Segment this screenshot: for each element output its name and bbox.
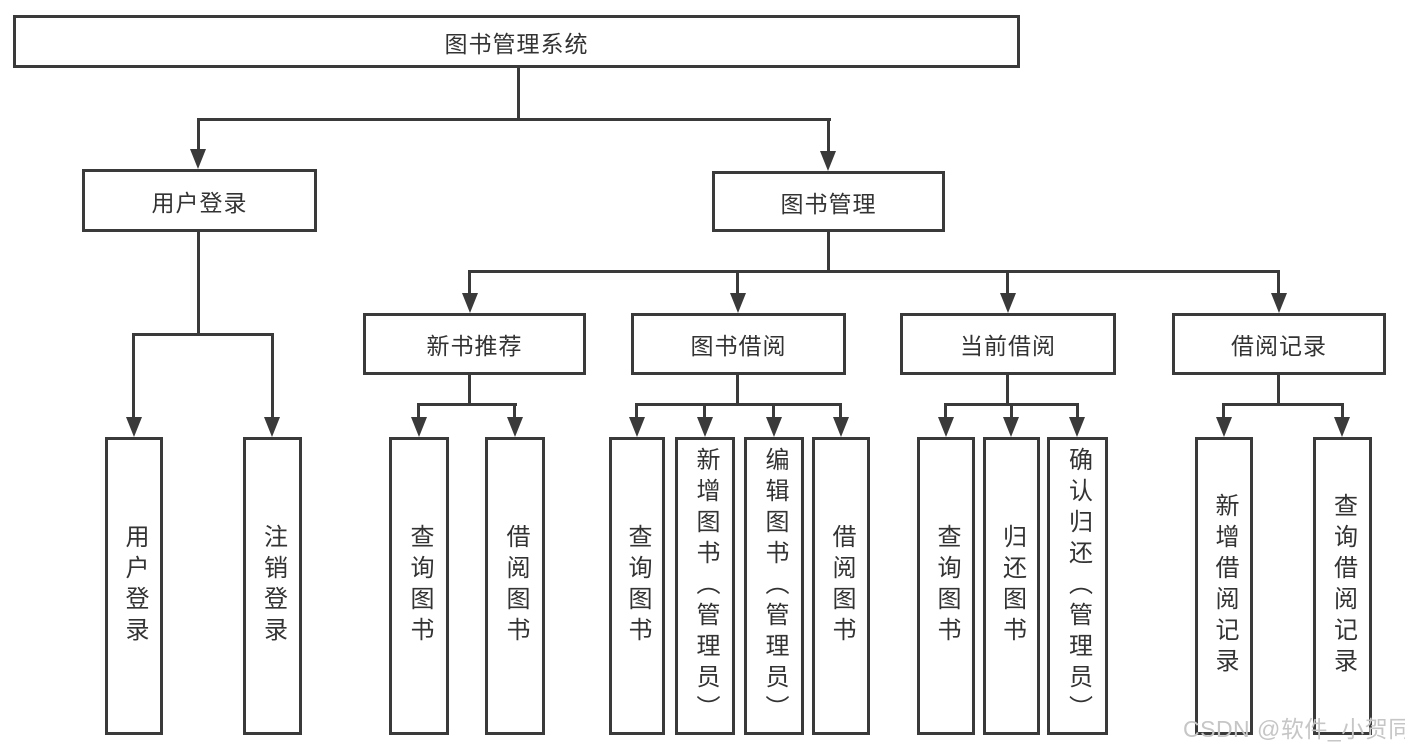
leaf-cb-confirm-return-admin: 确认归还（管理员）	[1047, 437, 1108, 735]
connector-to-leaf-logout	[271, 333, 274, 419]
node-book-mgmt: 图书管理	[712, 171, 945, 232]
connector-level3-splitter	[468, 270, 1280, 273]
csdn-watermark: CSDN @软件_小贺同学	[1183, 716, 1405, 742]
connector-nb-leaf1	[417, 403, 420, 419]
arrowhead-bb-leaf3	[766, 417, 782, 437]
leaf-bb-borrow-books-label: 借阅图书	[828, 524, 855, 648]
node-borrow-records: 借阅记录	[1172, 313, 1386, 375]
arrowhead-borrow-records	[1271, 293, 1287, 313]
connector-bb-leaf1	[635, 403, 638, 419]
leaf-logout-label: 注销登录	[259, 524, 287, 648]
connector-root-stem	[517, 68, 520, 121]
leaf-cb-return-books: 归还图书	[983, 437, 1040, 735]
arrowhead-current-borrow	[1000, 293, 1016, 313]
arrowhead-bb-leaf1	[629, 417, 645, 437]
leaf-bb-query-books: 查询图书	[609, 437, 665, 735]
leaf-user-login: 用户登录	[105, 437, 163, 735]
leaf-bb-borrow-books: 借阅图书	[812, 437, 870, 735]
leaf-cb-confirm-return-admin-label: 确认归还（管理员）	[1064, 446, 1092, 726]
leaf-bb-edit-books-admin-label: 编辑图书（管理员）	[761, 446, 788, 726]
leaf-nb-borrow-books-label: 借阅图书	[502, 524, 529, 648]
leaf-cb-return-books-label: 归还图书	[998, 524, 1026, 648]
node-root: 图书管理系统	[13, 15, 1020, 68]
connector-br-leaf1	[1222, 403, 1225, 419]
leaf-nb-borrow-books: 借阅图书	[485, 437, 545, 735]
node-current-borrow: 当前借阅	[900, 313, 1116, 375]
connector-nb-leaf2	[513, 403, 516, 419]
connector-cb-leaf3	[1076, 403, 1079, 419]
leaf-cb-query-books: 查询图书	[917, 437, 975, 735]
node-root-label: 图书管理系统	[444, 30, 589, 57]
connector-to-book-borrow	[736, 270, 739, 295]
connector-level1-splitter	[197, 118, 831, 121]
connector-cb-leaf2	[1010, 403, 1013, 419]
node-user-login: 用户登录	[82, 169, 317, 232]
arrowhead-bb-leaf4	[833, 417, 849, 437]
connector-br-leaf2	[1341, 403, 1344, 419]
connector-bb-leaf2	[703, 403, 706, 419]
arrowhead-br-leaf1	[1216, 417, 1232, 437]
node-book-mgmt-label: 图书管理	[780, 190, 877, 217]
connector-new-books-splitter	[417, 403, 517, 406]
connector-book-borrow-splitter	[635, 403, 842, 406]
node-current-borrow-label: 当前借阅	[960, 333, 1056, 359]
arrowhead-book-borrow	[730, 293, 746, 313]
connector-to-leaf-login	[132, 333, 135, 419]
connector-to-borrow-records	[1277, 270, 1280, 295]
connector-to-user-login	[197, 118, 200, 151]
node-user-login-label: 用户登录	[151, 189, 248, 216]
leaf-bb-query-books-label: 查询图书	[624, 524, 651, 648]
arrowhead-cb-leaf1	[938, 417, 954, 437]
leaf-br-add-record: 新增借阅记录	[1195, 437, 1253, 735]
connector-current-borrow-stem	[1006, 375, 1009, 405]
leaf-bb-add-books-admin: 新增图书（管理员）	[675, 437, 735, 735]
leaf-nb-query-books: 查询图书	[389, 437, 449, 735]
connector-new-books-stem	[468, 375, 471, 405]
arrowhead-cb-leaf2	[1003, 417, 1019, 437]
arrowhead-leaf-logout	[264, 417, 280, 437]
connector-cb-leaf1	[944, 403, 947, 419]
leaf-br-add-record-label: 新增借阅记录	[1211, 493, 1238, 679]
connector-to-book-mgmt	[827, 118, 830, 153]
node-new-books-label: 新书推荐	[426, 333, 523, 359]
arrowhead-cb-leaf3	[1069, 417, 1085, 437]
arrowhead-nb-leaf2	[507, 417, 523, 437]
connector-book-mgmt-stem	[827, 232, 830, 272]
connector-borrow-records-stem	[1277, 375, 1280, 405]
node-new-books: 新书推荐	[363, 313, 586, 375]
arrowhead-br-leaf2	[1334, 417, 1350, 437]
arrowhead-leaf-login	[126, 417, 142, 437]
connector-bb-leaf3	[772, 403, 775, 419]
connector-borrow-records-splitter	[1222, 403, 1344, 406]
leaf-nb-query-books-label: 查询图书	[406, 524, 433, 648]
arrowhead-user-login	[190, 149, 206, 169]
leaf-br-query-record: 查询借阅记录	[1313, 437, 1372, 735]
leaf-user-login-label: 用户登录	[121, 524, 148, 648]
connector-to-current-borrow	[1006, 270, 1009, 295]
arrowhead-bb-leaf2	[697, 417, 713, 437]
connector-book-borrow-stem	[736, 375, 739, 405]
connector-user-login-splitter	[132, 333, 274, 336]
leaf-logout: 注销登录	[243, 437, 302, 735]
node-borrow-records-label: 借阅记录	[1231, 333, 1327, 359]
connector-bb-leaf4	[839, 403, 842, 419]
leaf-cb-query-books-label: 查询图书	[933, 524, 960, 648]
arrowhead-book-mgmt	[820, 151, 836, 171]
connector-user-login-stem	[197, 232, 200, 335]
connector-to-new-books	[468, 270, 471, 295]
arrowhead-nb-leaf1	[411, 417, 427, 437]
leaf-bb-add-books-admin-label: 新增图书（管理员）	[692, 446, 719, 726]
leaf-br-query-record-label: 查询借阅记录	[1329, 493, 1357, 679]
node-book-borrow: 图书借阅	[631, 313, 846, 375]
leaf-bb-edit-books-admin: 编辑图书（管理员）	[744, 437, 804, 735]
arrowhead-new-books	[462, 293, 478, 313]
node-book-borrow-label: 图书借阅	[690, 333, 787, 359]
